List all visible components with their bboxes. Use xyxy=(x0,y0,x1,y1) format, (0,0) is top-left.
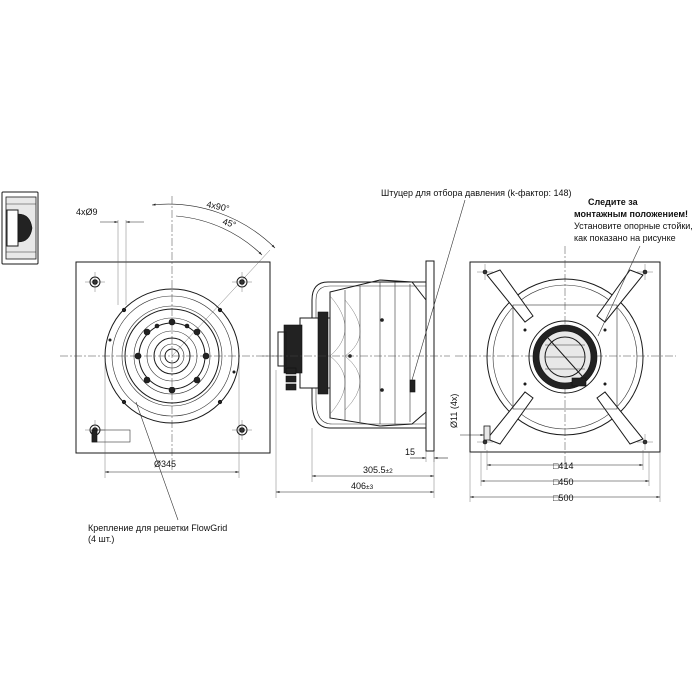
callout-note-line2: как показано на рисунке xyxy=(574,233,676,243)
hub-bolts xyxy=(134,318,210,394)
callout-warning-line2: монтажным положением! xyxy=(574,209,688,219)
grid-mount-points xyxy=(108,307,236,405)
dim-ring-diameter: Ø345 xyxy=(154,459,176,469)
dim-square-450: □450 xyxy=(553,477,573,487)
callout-grid-mount-line1: Крепление для решетки FlowGrid xyxy=(88,523,227,533)
dim-flange-thickness: 15 xyxy=(405,447,415,457)
callout-note-line1: Установите опорные стойки, xyxy=(574,221,693,231)
dim-mount-holes: Ø11 (4x) xyxy=(449,394,459,428)
callout-warning-line1: Следите за xyxy=(588,197,639,207)
dim-holes: 4xØ9 xyxy=(76,207,98,217)
callout-grid-mount-line2: (4 шт.) xyxy=(88,534,114,544)
mounting-position-icon xyxy=(1,191,39,265)
dim-angle-pitch: 4x90° xyxy=(206,199,231,214)
front-view xyxy=(60,196,286,521)
dim-depth-1: 305.5±2 xyxy=(363,465,393,475)
rear-view xyxy=(455,245,676,502)
cable-glands xyxy=(285,367,297,391)
dim-angle-offset: 45° xyxy=(221,216,237,230)
dim-depth-2: 406±3 xyxy=(351,481,374,491)
dim-square-414: □414 xyxy=(553,461,573,471)
rear-corner-holes xyxy=(477,264,653,450)
dim-square-500: □500 xyxy=(553,493,573,503)
side-view xyxy=(262,199,466,498)
callout-pressure-tap: Штуцер для отбора давления (k-фактор: 14… xyxy=(381,188,571,198)
